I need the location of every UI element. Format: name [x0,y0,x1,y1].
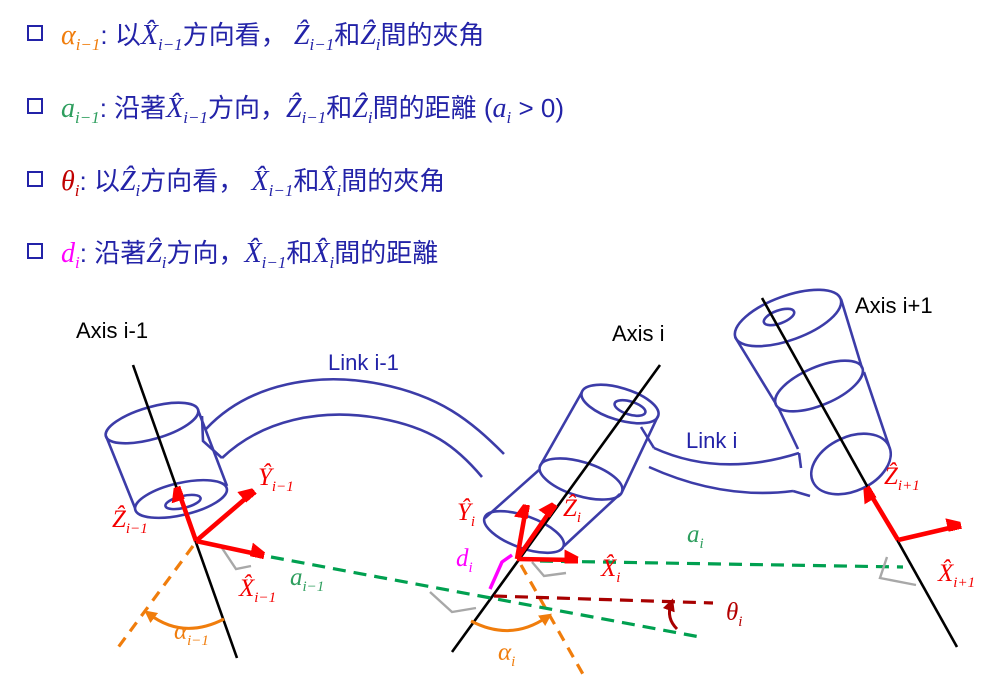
right-angle-icon [531,561,567,578]
d-i-label: di [456,545,473,576]
x-i-plus-1-arrow [897,526,958,543]
bullet-a-text: ai−1: 沿著X̂i−1方向，Ẑi−1和Ẑi間的距離 (ai > 0) [61,93,564,128]
z-i-plus-1-arrow [868,490,900,542]
bullet-theta-text: θi: 以Ẑi方向看， X̂i−1和X̂i間的夾角 [61,166,446,201]
x-i-label: X̂i [601,555,621,586]
bullet-square-icon [27,25,43,41]
z-i-minus-1-label: Ẑi−1 [112,506,148,537]
x-i-minus-1-label: X̂i−1 [239,575,277,606]
right-angle-markers [221,547,917,614]
bullet-theta: θi: 以Ẑi方向看， X̂i−1和X̂i間的夾角 [27,156,445,216]
axis-i-plus-1-label: Axis i+1 [855,293,933,318]
y-i-arrow [517,508,526,560]
axis-i-minus-1-label: Axis i-1 [76,318,149,343]
a-i-label: ai [687,521,704,552]
theta-i-label: θi [726,599,743,630]
x-i-direction-dashed [493,594,714,605]
right-angle-icon [429,591,477,614]
bullet-alpha-text: αi−1: 以X̂i−1方向看， Ẑi−1和Ẑi間的夾角 [61,20,485,55]
alpha-i-arc [470,613,552,632]
frame-arrows [178,490,958,560]
x-i-minus-1-arrow [195,538,261,555]
theta-i-arc [662,598,679,631]
alpha-i-minus-1-reference-dashed [112,545,195,654]
a-i-minus-1-label: ai−1 [290,564,325,595]
alpha-i-reference-dashed [519,564,586,677]
link-i-label: Link i [686,428,738,453]
link-i-minus-1-tube [200,378,505,478]
z-i-label: Ẑi [563,495,582,526]
bullet-square-icon [27,171,43,187]
right-angle-icon [221,547,252,571]
a-i-dashed [539,559,904,569]
y-i-minus-1-arrow [194,493,252,543]
axis-i-line [450,364,662,653]
d-i-offset-bracket [488,553,513,590]
joint-cylinder-i [482,383,660,555]
z-i-plus-1-label: Ẑi+1 [884,463,920,494]
bullet-alpha: αi−1: 以X̂i−1方向看， Ẑi−1和Ẑi間的夾角 [27,10,485,70]
y-i-minus-1-label: Ŷi−1 [258,464,294,495]
z-i-arrow [515,507,553,561]
a-i-minus-1-dashed [270,555,701,639]
construction-lines [112,545,904,677]
bullet-square-icon [27,98,43,114]
z-i-minus-1-arrow [178,490,199,542]
link-i-minus-1-label: Link i-1 [328,350,399,375]
axis-i-label: Axis i [612,321,665,346]
bullet-d-text: di: 沿著Ẑi方向，X̂i−1和X̂i間的距離 [61,238,439,273]
alpha-i-minus-1-arc [144,610,225,630]
alpha-i-label: αi [498,639,516,670]
x-i-plus-1-label: X̂i+1 [938,560,976,591]
bullet-square-icon [27,243,43,259]
bullet-d: di: 沿著Ẑi方向，X̂i−1和X̂i間的距離 [27,228,438,288]
right-angle-icon [878,556,917,587]
x-i-arrow [516,559,575,560]
axis-i-plus-1-line [760,297,959,648]
joint-cylinder-i-plus-1 [733,288,893,496]
bullet-a: ai−1: 沿著X̂i−1方向，Ẑi−1和Ẑi間的距離 (ai > 0) [27,83,564,143]
y-i-label: Ŷi [457,499,476,530]
alpha-i-minus-1-label: αi−1 [174,618,209,649]
